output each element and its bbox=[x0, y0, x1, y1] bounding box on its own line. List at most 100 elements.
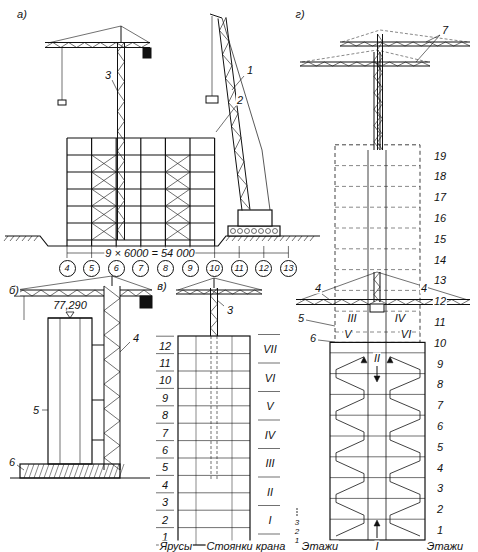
tier-tick bbox=[156, 492, 174, 493]
callout-label: 11 bbox=[158, 358, 171, 369]
base-hatch bbox=[69, 464, 74, 478]
crane-jib bbox=[176, 290, 218, 294]
mast-tie bbox=[92, 400, 104, 401]
callout-label: г) bbox=[294, 9, 305, 20]
base-hatch bbox=[84, 464, 89, 478]
tier-line bbox=[178, 458, 250, 459]
sequence-arrow bbox=[390, 357, 420, 536]
building-column bbox=[66, 138, 67, 246]
callout-label: I bbox=[267, 515, 272, 526]
bracing bbox=[165, 172, 190, 189]
ground-hatch bbox=[262, 236, 266, 241]
crane-pendant bbox=[302, 50, 428, 62]
leader-line bbox=[42, 410, 48, 411]
axis-number: 13 bbox=[283, 264, 293, 273]
callout-label: 3 bbox=[294, 519, 300, 527]
dimension-text: 9 × 6000 = 54 000 bbox=[104, 248, 195, 259]
hook-block bbox=[58, 100, 66, 105]
crane-jib bbox=[176, 294, 218, 295]
tier-line bbox=[178, 510, 250, 511]
callout-label: I bbox=[374, 541, 379, 552]
axis-number: 7 bbox=[138, 264, 143, 273]
base-hatch bbox=[109, 464, 114, 478]
callout-label: 10 bbox=[158, 375, 172, 386]
future-floor bbox=[335, 269, 420, 270]
axis-line bbox=[214, 246, 215, 258]
crane-jib bbox=[340, 42, 470, 46]
base-hatch bbox=[99, 464, 104, 478]
callout-label: 2 bbox=[436, 504, 444, 515]
load-element bbox=[206, 96, 218, 103]
building-column bbox=[116, 138, 117, 246]
callout-label: 13 bbox=[433, 275, 447, 286]
continuation-dot bbox=[296, 511, 298, 513]
arrow-head bbox=[374, 376, 380, 382]
callout-label: 9 bbox=[436, 358, 444, 369]
building-column bbox=[140, 138, 141, 246]
tier-tick bbox=[156, 440, 174, 441]
callout-label: 19 bbox=[433, 150, 447, 161]
leader-line bbox=[416, 35, 440, 62]
ground-hatch bbox=[16, 236, 20, 241]
crane-cab bbox=[238, 210, 272, 226]
building-floor bbox=[67, 154, 215, 155]
bracing bbox=[92, 223, 117, 240]
tier-line bbox=[178, 492, 250, 493]
base-hatch bbox=[94, 464, 99, 478]
tier-tick bbox=[156, 336, 174, 337]
arrow-head bbox=[387, 357, 393, 363]
callout-label: б) bbox=[8, 285, 20, 296]
ground-hatch bbox=[298, 236, 302, 241]
floor-line bbox=[330, 436, 425, 437]
hook-rope bbox=[212, 16, 213, 96]
boom-pendant bbox=[222, 18, 270, 210]
crane-apex bbox=[214, 278, 215, 288]
building-line bbox=[196, 336, 197, 545]
counter-jib bbox=[218, 294, 262, 295]
floor-line bbox=[330, 498, 425, 499]
callout-label: 17 bbox=[433, 192, 447, 203]
tier-line bbox=[178, 475, 250, 476]
callout-label: Ярусы bbox=[159, 541, 193, 552]
crane-boom bbox=[220, 18, 250, 210]
callout-label: 1 bbox=[436, 525, 444, 536]
crane-pendant bbox=[16, 276, 152, 290]
bracing bbox=[165, 223, 190, 240]
counter-jib bbox=[120, 290, 152, 291]
building-floor bbox=[67, 171, 215, 172]
building-floor bbox=[67, 222, 215, 223]
bracing bbox=[92, 206, 117, 223]
floor-line bbox=[330, 477, 425, 478]
stand-tick bbox=[258, 505, 280, 506]
callout-label: II bbox=[373, 353, 381, 364]
bracing bbox=[165, 189, 190, 206]
base-hatch bbox=[49, 464, 54, 478]
building-outline bbox=[178, 336, 250, 545]
callout-label: 4 bbox=[436, 462, 444, 473]
base-hatch bbox=[24, 464, 29, 478]
leader-line bbox=[112, 80, 118, 92]
ground-line bbox=[10, 478, 150, 479]
building-line bbox=[232, 336, 233, 545]
base-hatch bbox=[79, 464, 84, 478]
callout-label: 3 bbox=[226, 305, 234, 316]
tier-line bbox=[178, 353, 250, 354]
axis-number: 5 bbox=[89, 264, 94, 273]
callout-label: VI bbox=[400, 329, 412, 340]
ground-hatch bbox=[238, 236, 242, 241]
base-hatch bbox=[119, 464, 124, 478]
track-roller bbox=[231, 229, 236, 234]
crane-mast bbox=[374, 272, 380, 302]
tower-mast bbox=[104, 286, 120, 470]
callout-label: 12 bbox=[433, 296, 447, 307]
tier-tick bbox=[156, 371, 174, 372]
stand-tick bbox=[258, 448, 280, 449]
tier-tick bbox=[156, 388, 174, 389]
callout-label: 11 bbox=[433, 317, 446, 328]
base-hatch bbox=[29, 464, 34, 478]
ground-hatch bbox=[10, 236, 14, 241]
crane-mast bbox=[211, 288, 218, 336]
crane-mast bbox=[377, 34, 378, 150]
hook-rope bbox=[62, 48, 63, 100]
crane-jib bbox=[45, 43, 124, 48]
